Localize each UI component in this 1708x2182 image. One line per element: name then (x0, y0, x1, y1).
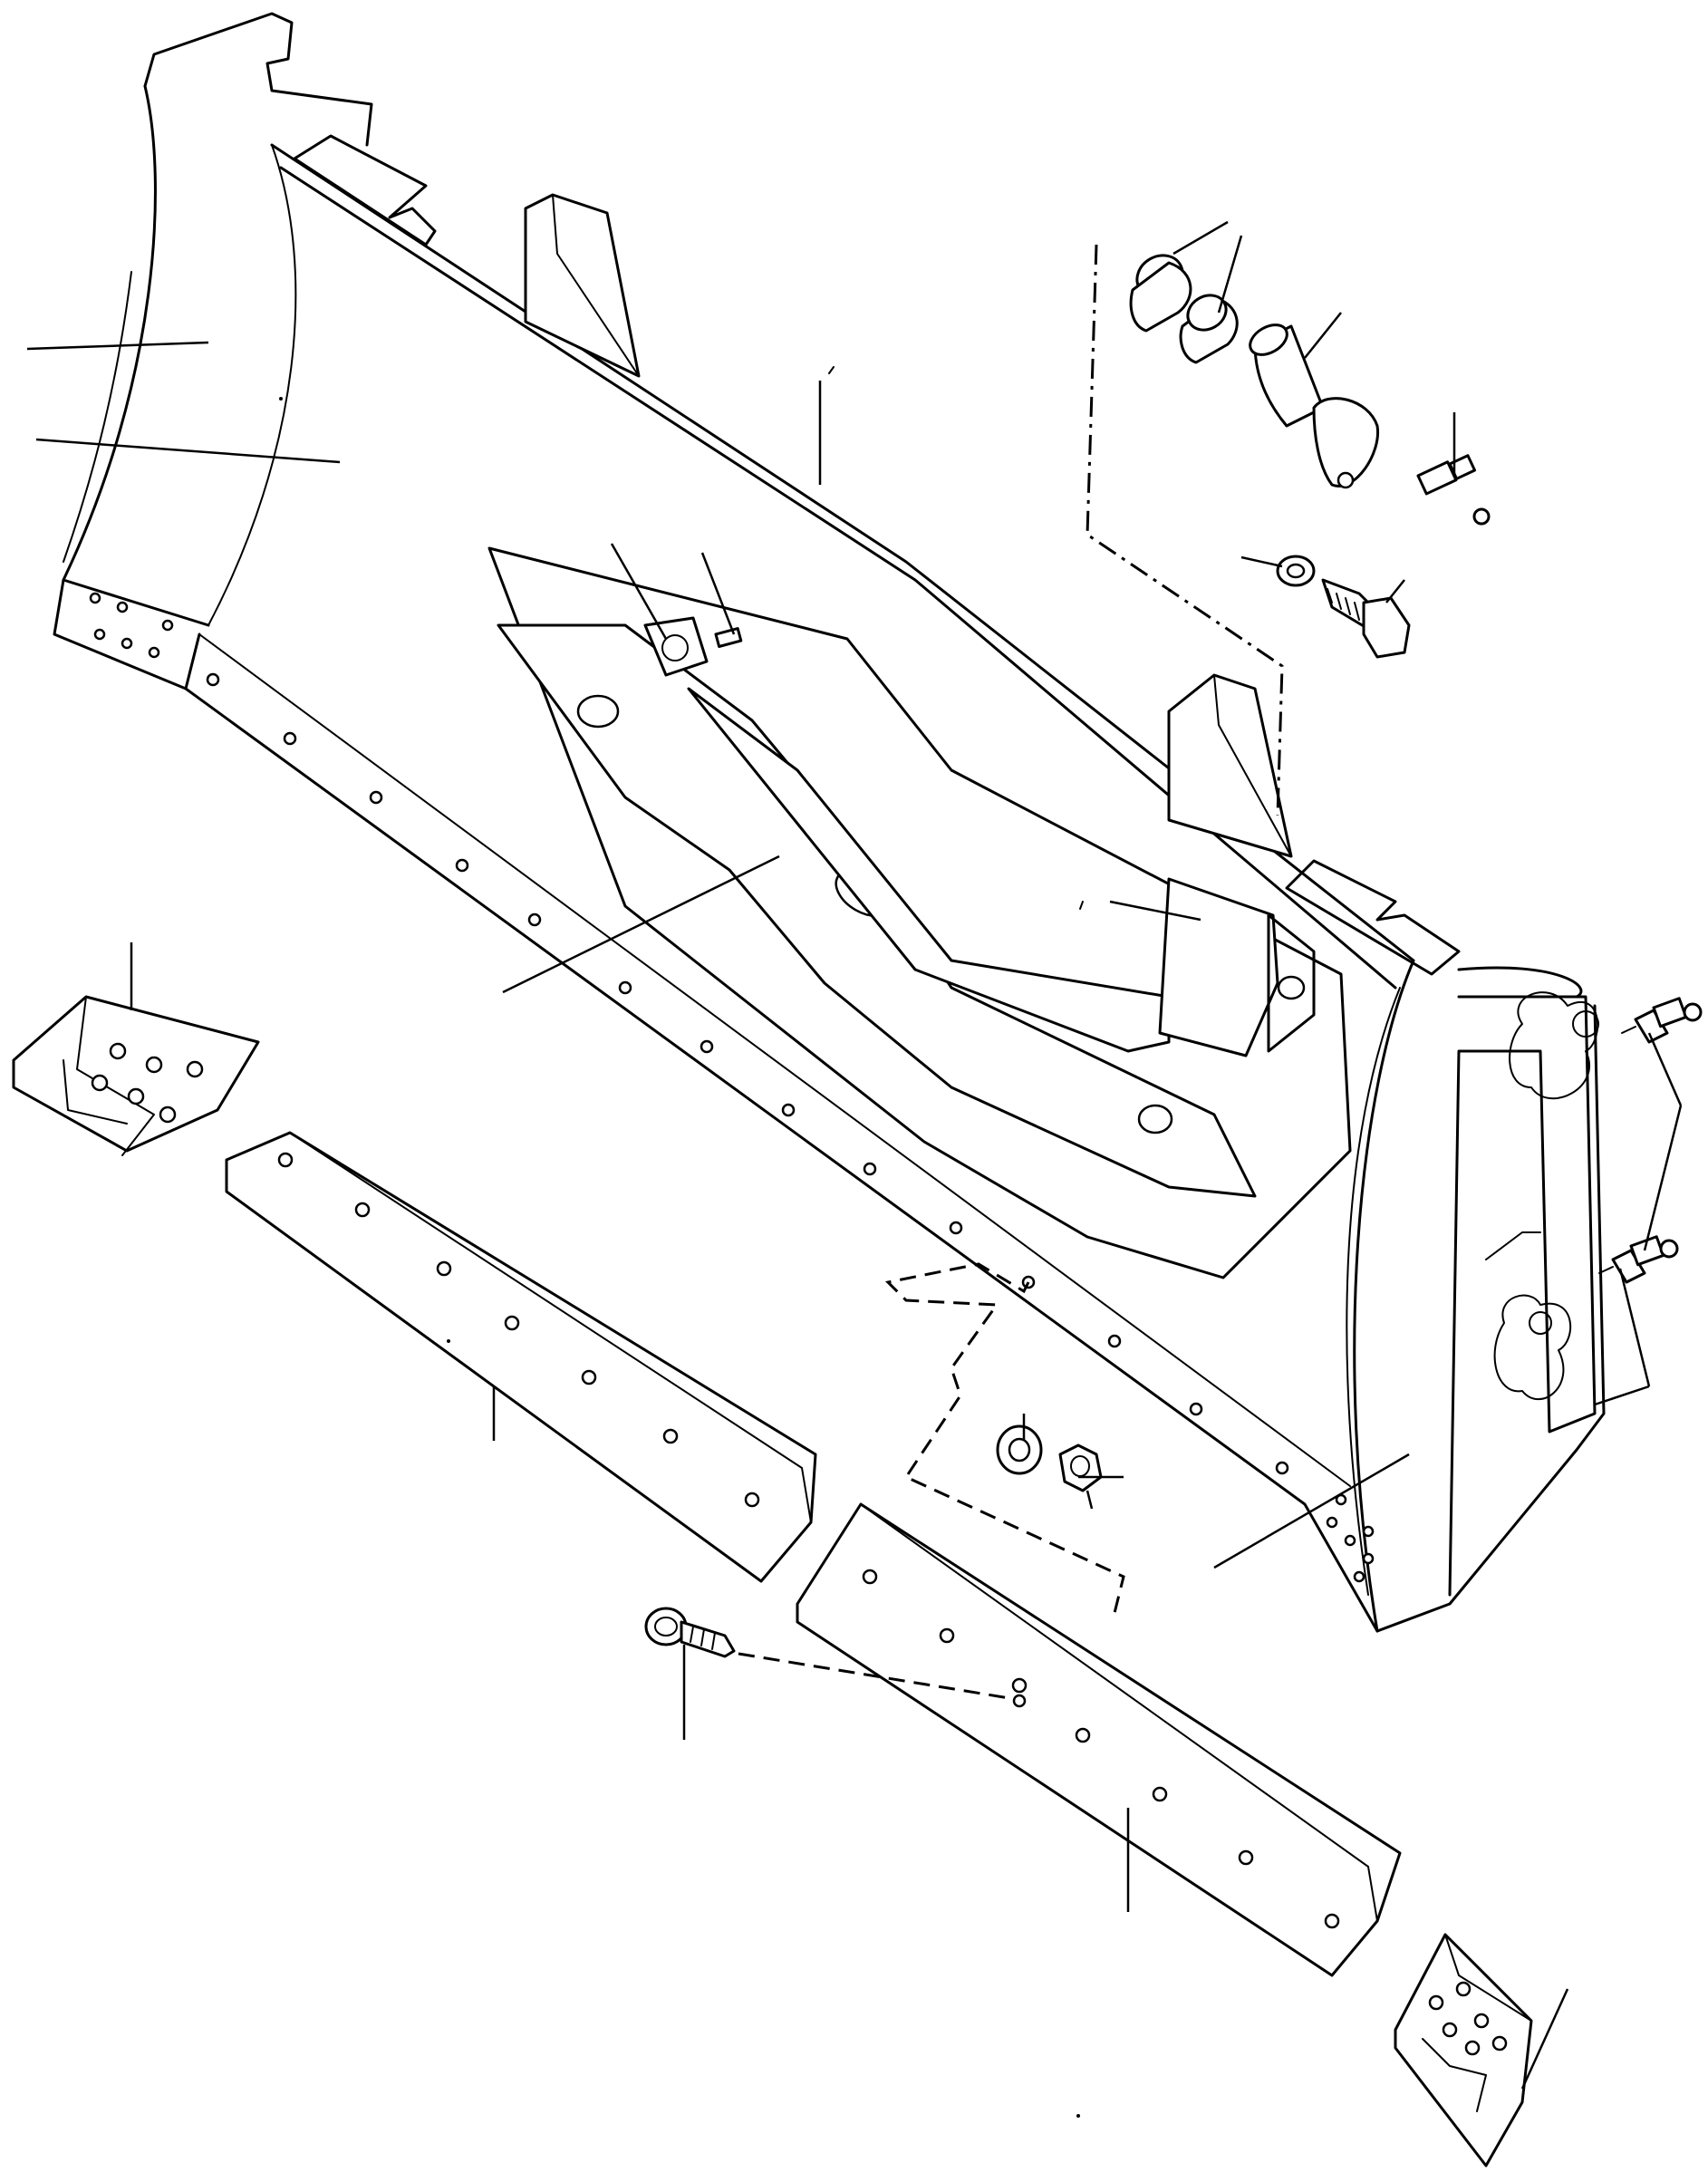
bolt (1321, 578, 1411, 659)
blade (53, 12, 1606, 1633)
nut (1058, 1443, 1103, 1492)
side-trunnions (1493, 991, 1599, 1401)
blade-bolt-holes (206, 672, 1289, 1475)
plow-bolt (644, 1607, 736, 1658)
bushing-1 (1129, 254, 1192, 333)
grease-fitting-upper (1621, 997, 1703, 1044)
washer (996, 1424, 1043, 1475)
end-bit-right (1394, 1933, 1533, 2168)
trunnion-pin (1249, 323, 1380, 489)
grease-fitting-lower (1598, 1235, 1679, 1284)
bushing-2 (1179, 294, 1239, 364)
cutting-edge-right (796, 1502, 1402, 1977)
leader-lines (26, 220, 1683, 2090)
lock-washer (1276, 555, 1316, 587)
stray-marks (279, 366, 1084, 2118)
cutting-edge-left (225, 1131, 817, 1583)
end-bit-left (12, 995, 260, 1156)
trunnion-pin-group (1086, 244, 1491, 816)
grease-fitting-top (1416, 454, 1491, 526)
